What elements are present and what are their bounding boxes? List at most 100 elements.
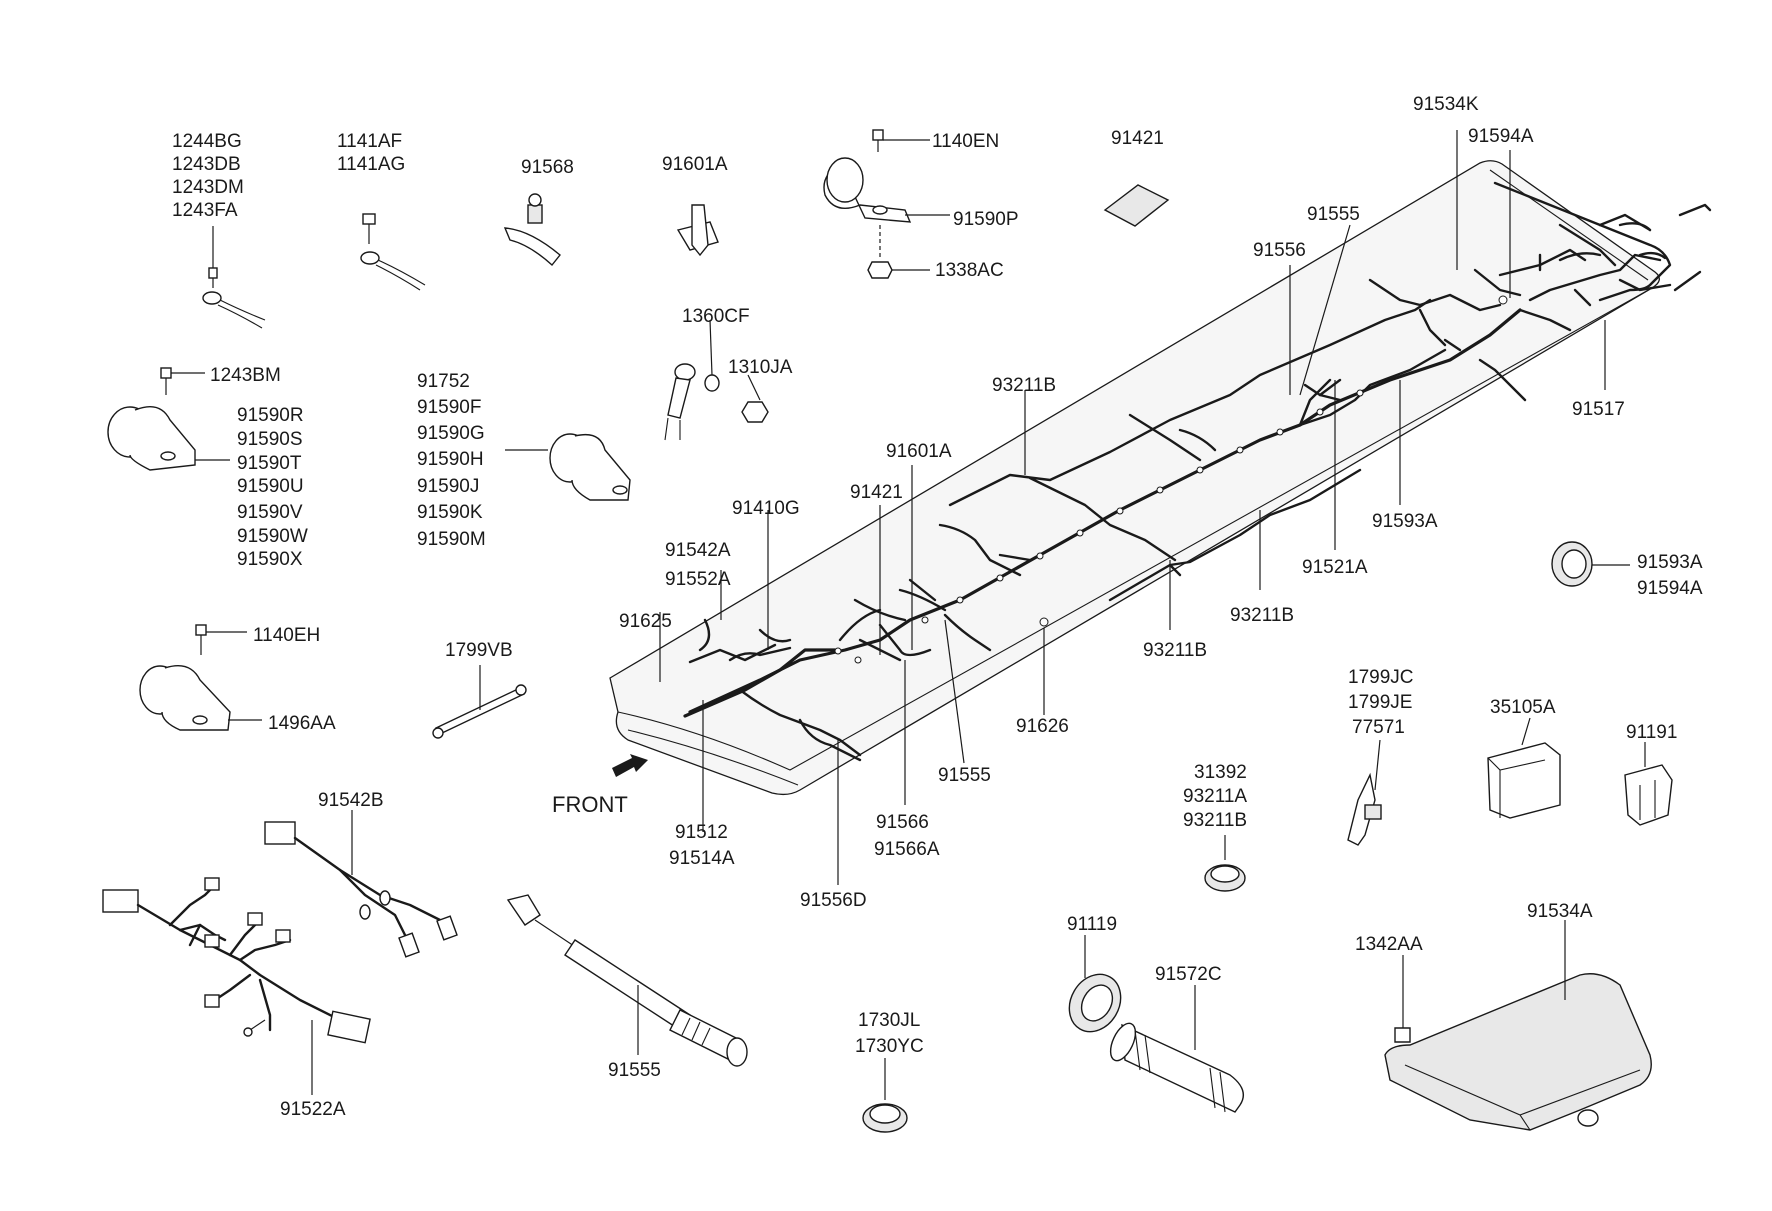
label-91552a: 91552A [665,569,731,590]
label-91555-top: 91555 [1307,204,1360,225]
label-91590t: 91590T [237,453,302,474]
label-91542a: 91542A [665,540,731,561]
main-floor-harness [683,181,1712,762]
label-1799je: 1799JE [1348,692,1412,713]
label-1244bg: 1244BG [172,131,242,152]
label-91522a: 91522A [280,1099,346,1120]
label-91590k: 91590K [417,502,483,523]
label-91555-mid: 91555 [938,765,991,786]
label-1496aa: 1496AA [268,713,336,734]
ground-bolt-1141af [360,213,426,291]
label-91590j: 91590J [417,476,479,497]
label-91517: 91517 [1572,399,1625,420]
front-label: FRONT [552,792,628,817]
label-1243dm: 1243DM [172,177,244,198]
label-1141ag: 1141AG [337,154,405,175]
clamp-1496aa [139,624,231,731]
label-1799jc: 1799JC [1348,667,1414,688]
clip-91191 [1624,764,1673,826]
label-91601a-mid: 91601A [886,441,952,462]
label-91590r: 91590R [237,405,304,426]
label-91590v: 91590V [237,502,303,523]
label-93211a: 93211A [1183,786,1247,807]
harness-clips [834,295,1508,664]
label-91594a-right: 91594A [1637,578,1703,599]
leader-lines [171,130,1646,1100]
clip-91601a [676,204,719,257]
label-91534a: 91534A [1527,901,1593,922]
label-1243bm: 1243BM [210,365,281,386]
label-93211b-d: 93211B [1183,810,1247,831]
label-91590u: 91590U [237,476,304,497]
label-91593a-mid: 91593A [1372,511,1438,532]
label-91556: 91556 [1253,240,1306,261]
label-91590f: 91590F [417,397,481,418]
label-1338ac: 1338AC [935,260,1004,281]
grommet-91593a [1551,541,1593,587]
label-1730yc: 1730YC [855,1036,924,1057]
label-93211b-a: 93211B [992,375,1056,396]
pad-91421 [1103,184,1170,227]
label-91590x: 91590X [237,549,303,570]
label-91534k: 91534K [1413,94,1479,115]
label-91590g: 91590G [417,423,485,444]
grommet-rod-91555 [506,894,748,1067]
grommet-91119 [1068,973,1122,1033]
label-1799vb: 1799VB [445,640,513,661]
label-91568: 91568 [521,157,574,178]
label-91593a-right: 91593A [1637,552,1703,573]
clamp-91590r [107,367,196,471]
label-91555-bottom: 91555 [608,1060,661,1081]
label-91590w: 91590W [237,526,308,547]
label-1310ja: 1310JA [728,357,793,378]
label-91191: 91191 [1626,722,1677,743]
label-35105a: 35105A [1490,697,1556,718]
grommet-1730jl [862,1103,908,1133]
label-77571: 77571 [1352,717,1405,738]
tie-strap-1799jc [1347,772,1382,846]
tube-91572c [1109,1022,1244,1113]
label-91590h: 91590H [417,449,484,470]
label-91542b: 91542B [318,790,384,811]
label-91421-mid: 91421 [850,482,903,503]
label-1243fa: 1243FA [172,200,238,221]
label-91556d: 91556D [800,890,867,911]
sub-harness-91542b [264,821,458,958]
grommet-31392 [1204,864,1246,892]
label-93211b-c: 93211B [1143,640,1207,661]
label-91752: 91752 [417,371,470,392]
label-91626: 91626 [1016,716,1069,737]
label-91572c: 91572C [1155,964,1222,985]
sub-harness-91522a [102,877,371,1044]
label-91590p: 91590P [953,209,1019,230]
label-1140eh: 1140EH [253,625,320,646]
label-91594a-top: 91594A [1468,126,1534,147]
strap-1799vb [432,684,527,739]
label-1360cf: 1360CF [682,306,750,327]
label-1243db: 1243DB [172,154,241,175]
label-1342aa: 1342AA [1355,934,1423,955]
label-1141af: 1141AF [337,131,402,152]
label-91521a: 91521A [1302,557,1368,578]
ground-bolt-1244bg [202,267,266,329]
label-91514a: 91514A [669,848,735,869]
label-91625: 91625 [619,611,672,632]
cover-35105a [1487,742,1561,819]
label-91410g: 91410G [732,498,800,519]
label-91590s: 91590S [237,429,303,450]
label-91566: 91566 [876,812,929,833]
label-91512: 91512 [675,822,728,843]
ground-terminal-1360cf [664,363,769,441]
clip-91568 [503,193,561,267]
label-91119: 91119 [1067,914,1117,935]
floor-panel [609,160,1660,796]
label-91601a-top: 91601A [662,154,728,175]
clamp-91752 [549,433,631,501]
label-31392: 31392 [1194,762,1247,783]
clamp-91590p [823,129,912,279]
label-1730jl: 1730JL [858,1010,920,1031]
part-labels: 1244BG 1243DB 1243DM 1243FA 1141AF 1141A… [172,94,1703,1120]
front-arrow [612,754,648,777]
label-91590m: 91590M [417,529,486,550]
